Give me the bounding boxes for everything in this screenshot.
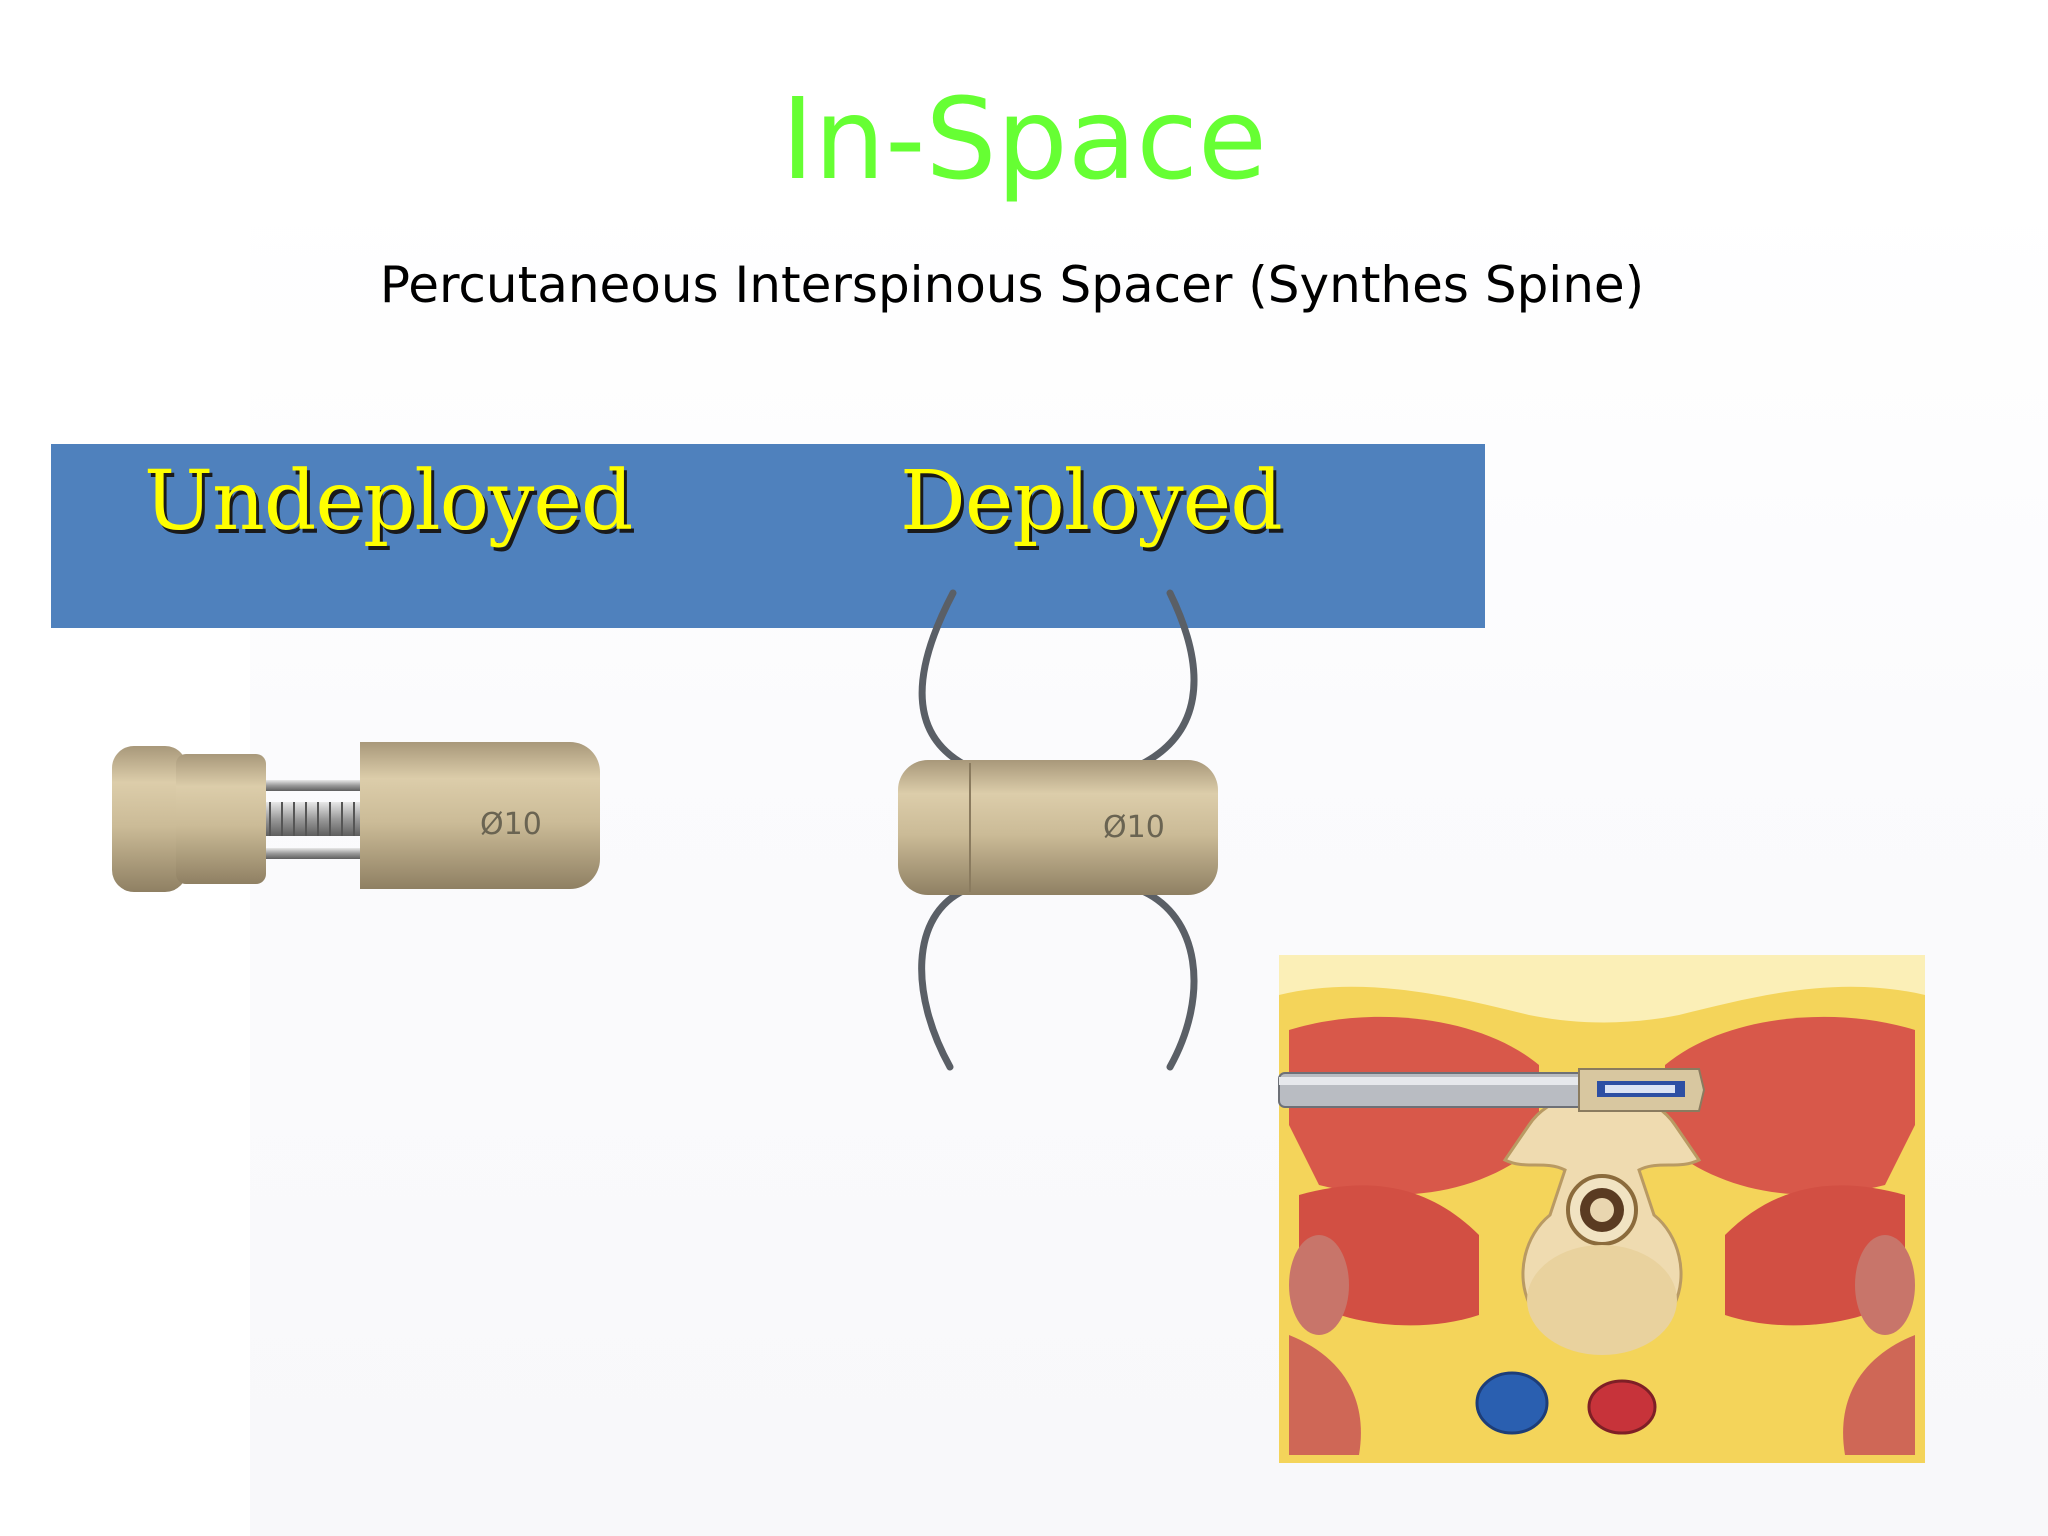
deployed-size-marking: Ø10 (1103, 810, 1165, 845)
deployed-device-image: Ø10 (898, 589, 1218, 1071)
spine-cross-section-illustration (1278, 955, 1925, 1463)
deployed-label: Deployed (900, 454, 1283, 549)
header-band (51, 444, 1485, 628)
undeployed-device-image: Ø10 (112, 742, 600, 892)
slide-subtitle: Percutaneous Interspinous Spacer (Synthe… (379, 256, 1645, 314)
slide-title: In-Space (781, 75, 1267, 205)
undeployed-label: Undeployed (144, 454, 633, 549)
undeployed-size-marking: Ø10 (480, 807, 542, 842)
